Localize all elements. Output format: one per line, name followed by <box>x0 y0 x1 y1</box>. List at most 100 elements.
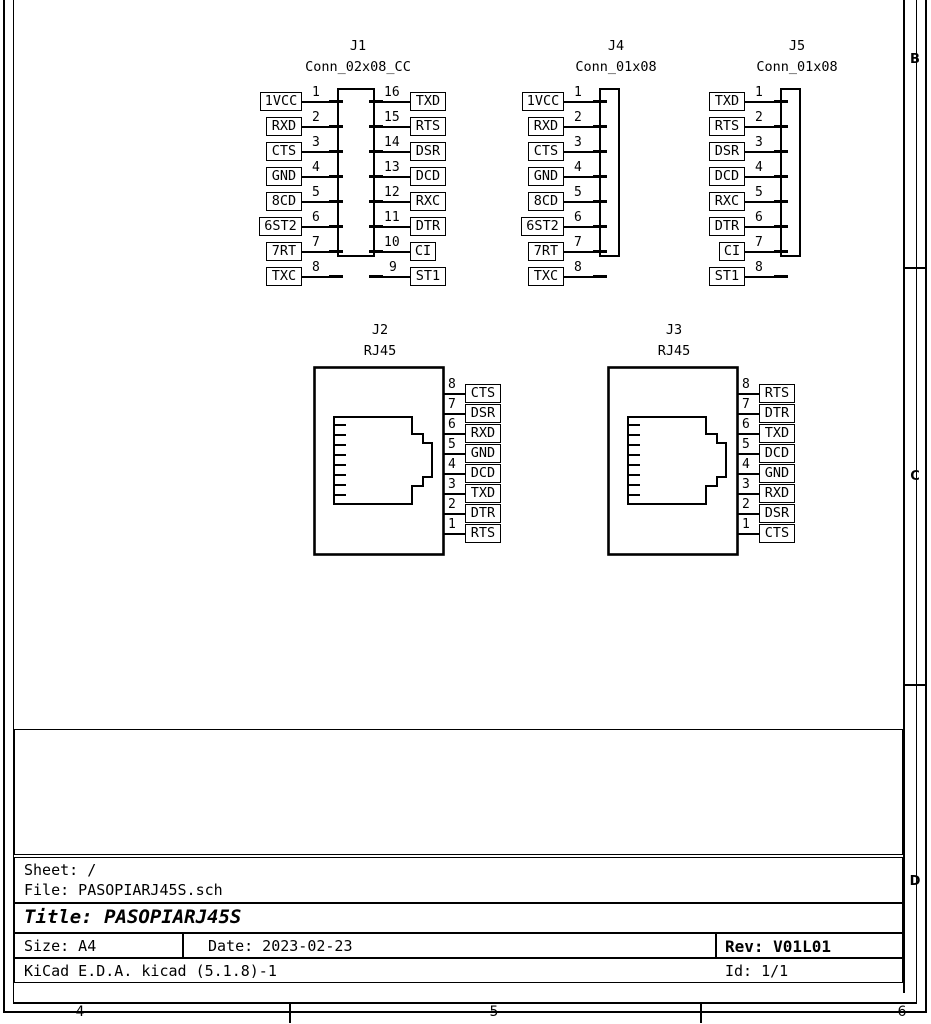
j1-net-label-12[interactable]: RXC <box>410 192 446 211</box>
j1-net-label-4[interactable]: GND <box>266 167 302 186</box>
j4-net-label-3[interactable]: CTS <box>528 142 564 161</box>
j2-net-label-3[interactable]: TXD <box>465 484 501 503</box>
j1-net-label-6[interactable]: 6ST2 <box>259 217 302 236</box>
j3-pin-line-4 <box>737 473 759 476</box>
j3-body-graphic <box>607 366 739 556</box>
j1-pin-num-16: 16 <box>384 85 400 100</box>
j1-pin-stub-9 <box>369 275 383 279</box>
j1-pin-stub-10 <box>369 250 383 254</box>
page-title: Title: PASOPIARJ45S <box>24 906 242 928</box>
j5-net-label-8[interactable]: ST1 <box>709 267 745 286</box>
j1-net-label-2[interactable]: RXD <box>266 117 302 136</box>
j5-net-label-5[interactable]: RXC <box>709 192 745 211</box>
j1-net-label-7[interactable]: 7RT <box>266 242 302 261</box>
eda-id-row-box <box>14 958 903 983</box>
j2-net-label-6[interactable]: RXD <box>465 424 501 443</box>
j4-pin-stub-5 <box>593 200 607 204</box>
j1-net-label-10[interactable]: CI <box>410 242 436 261</box>
j4-net-label-8[interactable]: TXC <box>528 267 564 286</box>
j1-pin-stub-12 <box>369 200 383 204</box>
j2-pin-line-4 <box>443 473 465 476</box>
j1-pin-stub-4 <box>329 175 343 179</box>
j2-net-label-7[interactable]: DSR <box>465 404 501 423</box>
j1-net-label-16[interactable]: TXD <box>410 92 446 111</box>
j3-net-label-4[interactable]: GND <box>759 464 795 483</box>
j1-net-label-3[interactable]: CTS <box>266 142 302 161</box>
j1-net-label-8[interactable]: TXC <box>266 267 302 286</box>
j3-net-label-2[interactable]: DSR <box>759 504 795 523</box>
j4-value: Conn_01x08 <box>575 59 657 75</box>
j3-net-label-8[interactable]: RTS <box>759 384 795 403</box>
j1-pin-line-3 <box>302 151 337 154</box>
j1-pin-num-12: 12 <box>384 185 400 200</box>
j2-pin-num-2: 2 <box>448 497 456 512</box>
j2-net-label-1[interactable]: RTS <box>465 524 501 543</box>
j1-pin-line-9 <box>375 276 410 279</box>
j5-pin-stub-8 <box>774 275 788 279</box>
j1-net-label-9[interactable]: ST1 <box>410 267 446 286</box>
j5-pin-line-8 <box>745 276 780 279</box>
j2-net-label-8[interactable]: CTS <box>465 384 501 403</box>
j5-pin-line-6 <box>745 226 780 229</box>
j2-net-label-2[interactable]: DTR <box>465 504 501 523</box>
j5-pin-num-3: 3 <box>755 135 763 150</box>
j3-pin-line-5 <box>737 453 759 456</box>
j5-net-label-4[interactable]: DCD <box>709 167 745 186</box>
j5-net-label-6[interactable]: DTR <box>709 217 745 236</box>
zone-separator-4-5 <box>289 1002 291 1023</box>
j3-pin-num-6: 6 <box>742 417 750 432</box>
j1-net-label-5[interactable]: 8CD <box>266 192 302 211</box>
size-date-row-box <box>14 933 903 958</box>
j2-net-label-4[interactable]: DCD <box>465 464 501 483</box>
j4-pin-num-3: 3 <box>574 135 582 150</box>
j3-pin-num-3: 3 <box>742 477 750 492</box>
j5-net-label-7[interactable]: CI <box>719 242 745 261</box>
comment-box[interactable] <box>14 729 903 855</box>
zone-separator-b-c <box>903 267 927 269</box>
date-text: Date: 2023-02-23 <box>208 937 353 955</box>
j5-pin-num-2: 2 <box>755 110 763 125</box>
id-text: Id: 1/1 <box>725 962 789 980</box>
j3-net-label-1[interactable]: CTS <box>759 524 795 543</box>
j3-pin-line-6 <box>737 433 759 436</box>
j1-pin-stub-13 <box>369 175 383 179</box>
j1-pin-line-14 <box>375 151 410 154</box>
j2-pin-line-3 <box>443 493 465 496</box>
j1-pin-line-8 <box>302 276 337 279</box>
zone-number-4: 4 <box>75 1004 85 1020</box>
j5-net-label-3[interactable]: DSR <box>709 142 745 161</box>
j4-net-label-6[interactable]: 6ST2 <box>521 217 564 236</box>
j1-net-label-14[interactable]: DSR <box>410 142 446 161</box>
j2-net-label-5[interactable]: GND <box>465 444 501 463</box>
j3-net-label-7[interactable]: DTR <box>759 404 795 423</box>
j1-pin-num-11: 11 <box>384 210 400 225</box>
j4-net-label-1[interactable]: 1VCC <box>522 92 564 111</box>
j1-net-label-13[interactable]: DCD <box>410 167 446 186</box>
zone-separator-5-6 <box>700 1002 702 1023</box>
j1-pin-line-11 <box>375 226 410 229</box>
j4-net-label-7[interactable]: 7RT <box>528 242 564 261</box>
j4-pin-line-4 <box>564 176 599 179</box>
j3-net-label-5[interactable]: DCD <box>759 444 795 463</box>
j1-pin-line-6 <box>302 226 337 229</box>
j3-net-label-3[interactable]: RXD <box>759 484 795 503</box>
j1-net-label-1[interactable]: 1VCC <box>260 92 302 111</box>
j4-pin-line-5 <box>564 201 599 204</box>
j4-pin-stub-4 <box>593 175 607 179</box>
j3-net-label-6[interactable]: TXD <box>759 424 795 443</box>
j4-net-label-4[interactable]: GND <box>528 167 564 186</box>
j5-net-label-1[interactable]: TXD <box>709 92 745 111</box>
j4-net-label-2[interactable]: RXD <box>528 117 564 136</box>
j3-pin-line-2 <box>737 513 759 516</box>
j5-net-label-2[interactable]: RTS <box>709 117 745 136</box>
file-name-text: File: PASOPIARJ45S.sch <box>24 881 223 899</box>
j4-pin-num-2: 2 <box>574 110 582 125</box>
j4-net-label-5[interactable]: 8CD <box>528 192 564 211</box>
j1-pin-stub-1 <box>329 100 343 104</box>
j1-net-label-11[interactable]: DTR <box>410 217 446 236</box>
j4-pin-stub-2 <box>593 125 607 129</box>
j1-pin-stub-2 <box>329 125 343 129</box>
j4-pin-stub-8 <box>593 275 607 279</box>
j1-pin-num-4: 4 <box>312 160 320 175</box>
j1-net-label-15[interactable]: RTS <box>410 117 446 136</box>
